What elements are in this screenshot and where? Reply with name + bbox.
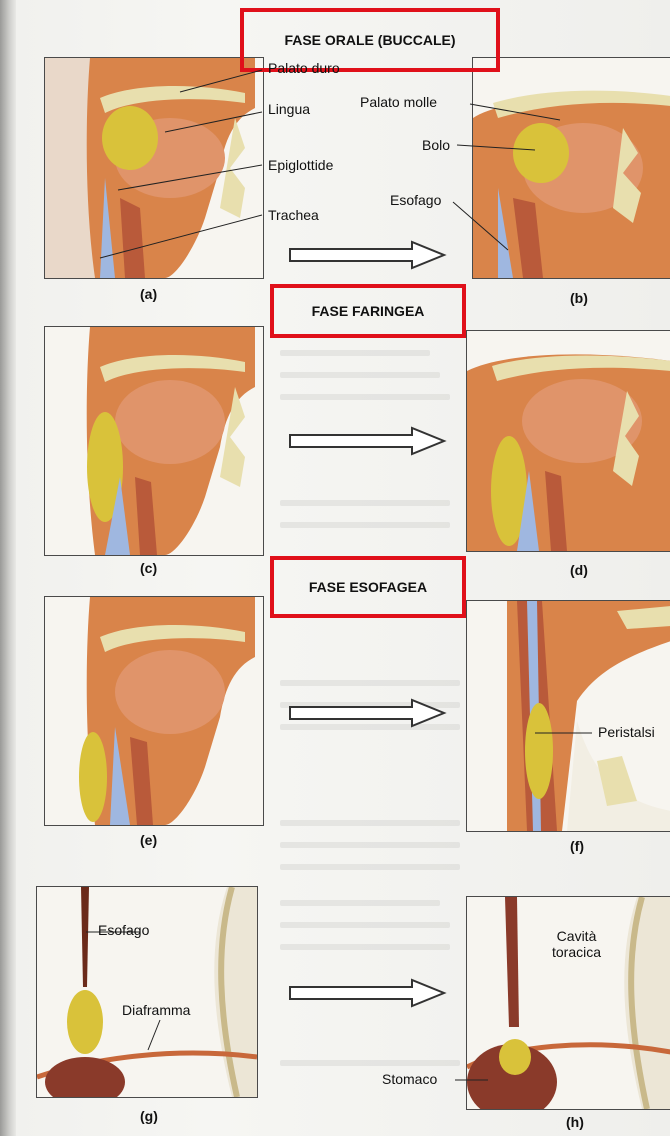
panel-f — [466, 600, 670, 832]
phase-pharyngeal-box: FASE FARINGEA — [270, 284, 466, 338]
subfigure-label-a: (a) — [140, 286, 157, 302]
subfigure-label-b: (b) — [570, 290, 588, 306]
arrow-icon — [288, 698, 448, 728]
panel-g — [36, 886, 258, 1098]
head-section-illustration — [467, 331, 670, 551]
label-palato-molle: Palato molle — [360, 94, 437, 110]
head-section-illustration — [45, 327, 263, 555]
head-section-illustration — [45, 58, 263, 278]
subfigure-label-f: (f) — [570, 838, 584, 854]
subfigure-label-c: (c) — [140, 560, 157, 576]
label-epiglottide: Epiglottide — [268, 157, 333, 173]
label-diaframma: Diaframma — [122, 1002, 190, 1018]
label-peristalsi: Peristalsi — [598, 724, 655, 740]
label-esofago-b: Esofago — [390, 192, 441, 208]
phase-oral-label: FASE ORALE (BUCCALE) — [284, 32, 455, 48]
panel-c — [44, 326, 264, 556]
label-lingua: Lingua — [268, 101, 310, 117]
head-section-illustration — [45, 597, 263, 825]
panel-a — [44, 57, 264, 279]
book-binding — [0, 0, 16, 1136]
label-esofago-g: Esofago — [98, 922, 149, 938]
subfigure-label-g: (g) — [140, 1108, 158, 1124]
panel-e — [44, 596, 264, 826]
phase-esophageal-label: FASE ESOFAGEA — [309, 579, 427, 595]
label-cavita-toracica: Cavità toracica — [552, 928, 601, 960]
label-bolo: Bolo — [422, 137, 450, 153]
label-stomaco: Stomaco — [382, 1071, 437, 1087]
phase-pharyngeal-label: FASE FARINGEA — [312, 303, 425, 319]
subfigure-label-d: (d) — [570, 562, 588, 578]
label-trachea: Trachea — [268, 207, 319, 223]
arrow-icon — [288, 978, 448, 1008]
label-palato-duro: Palato duro — [268, 60, 340, 76]
panel-b — [472, 57, 670, 279]
head-section-illustration — [473, 58, 670, 278]
arrow-icon — [288, 426, 448, 456]
phase-esophageal-box: FASE ESOFAGEA — [270, 556, 466, 618]
arrow-icon — [288, 240, 448, 270]
subfigure-label-e: (e) — [140, 832, 157, 848]
subfigure-label-h: (h) — [566, 1114, 584, 1130]
panel-d — [466, 330, 670, 552]
esophagus-stomach-illustration — [37, 887, 257, 1097]
neck-thorax-illustration — [467, 601, 670, 831]
